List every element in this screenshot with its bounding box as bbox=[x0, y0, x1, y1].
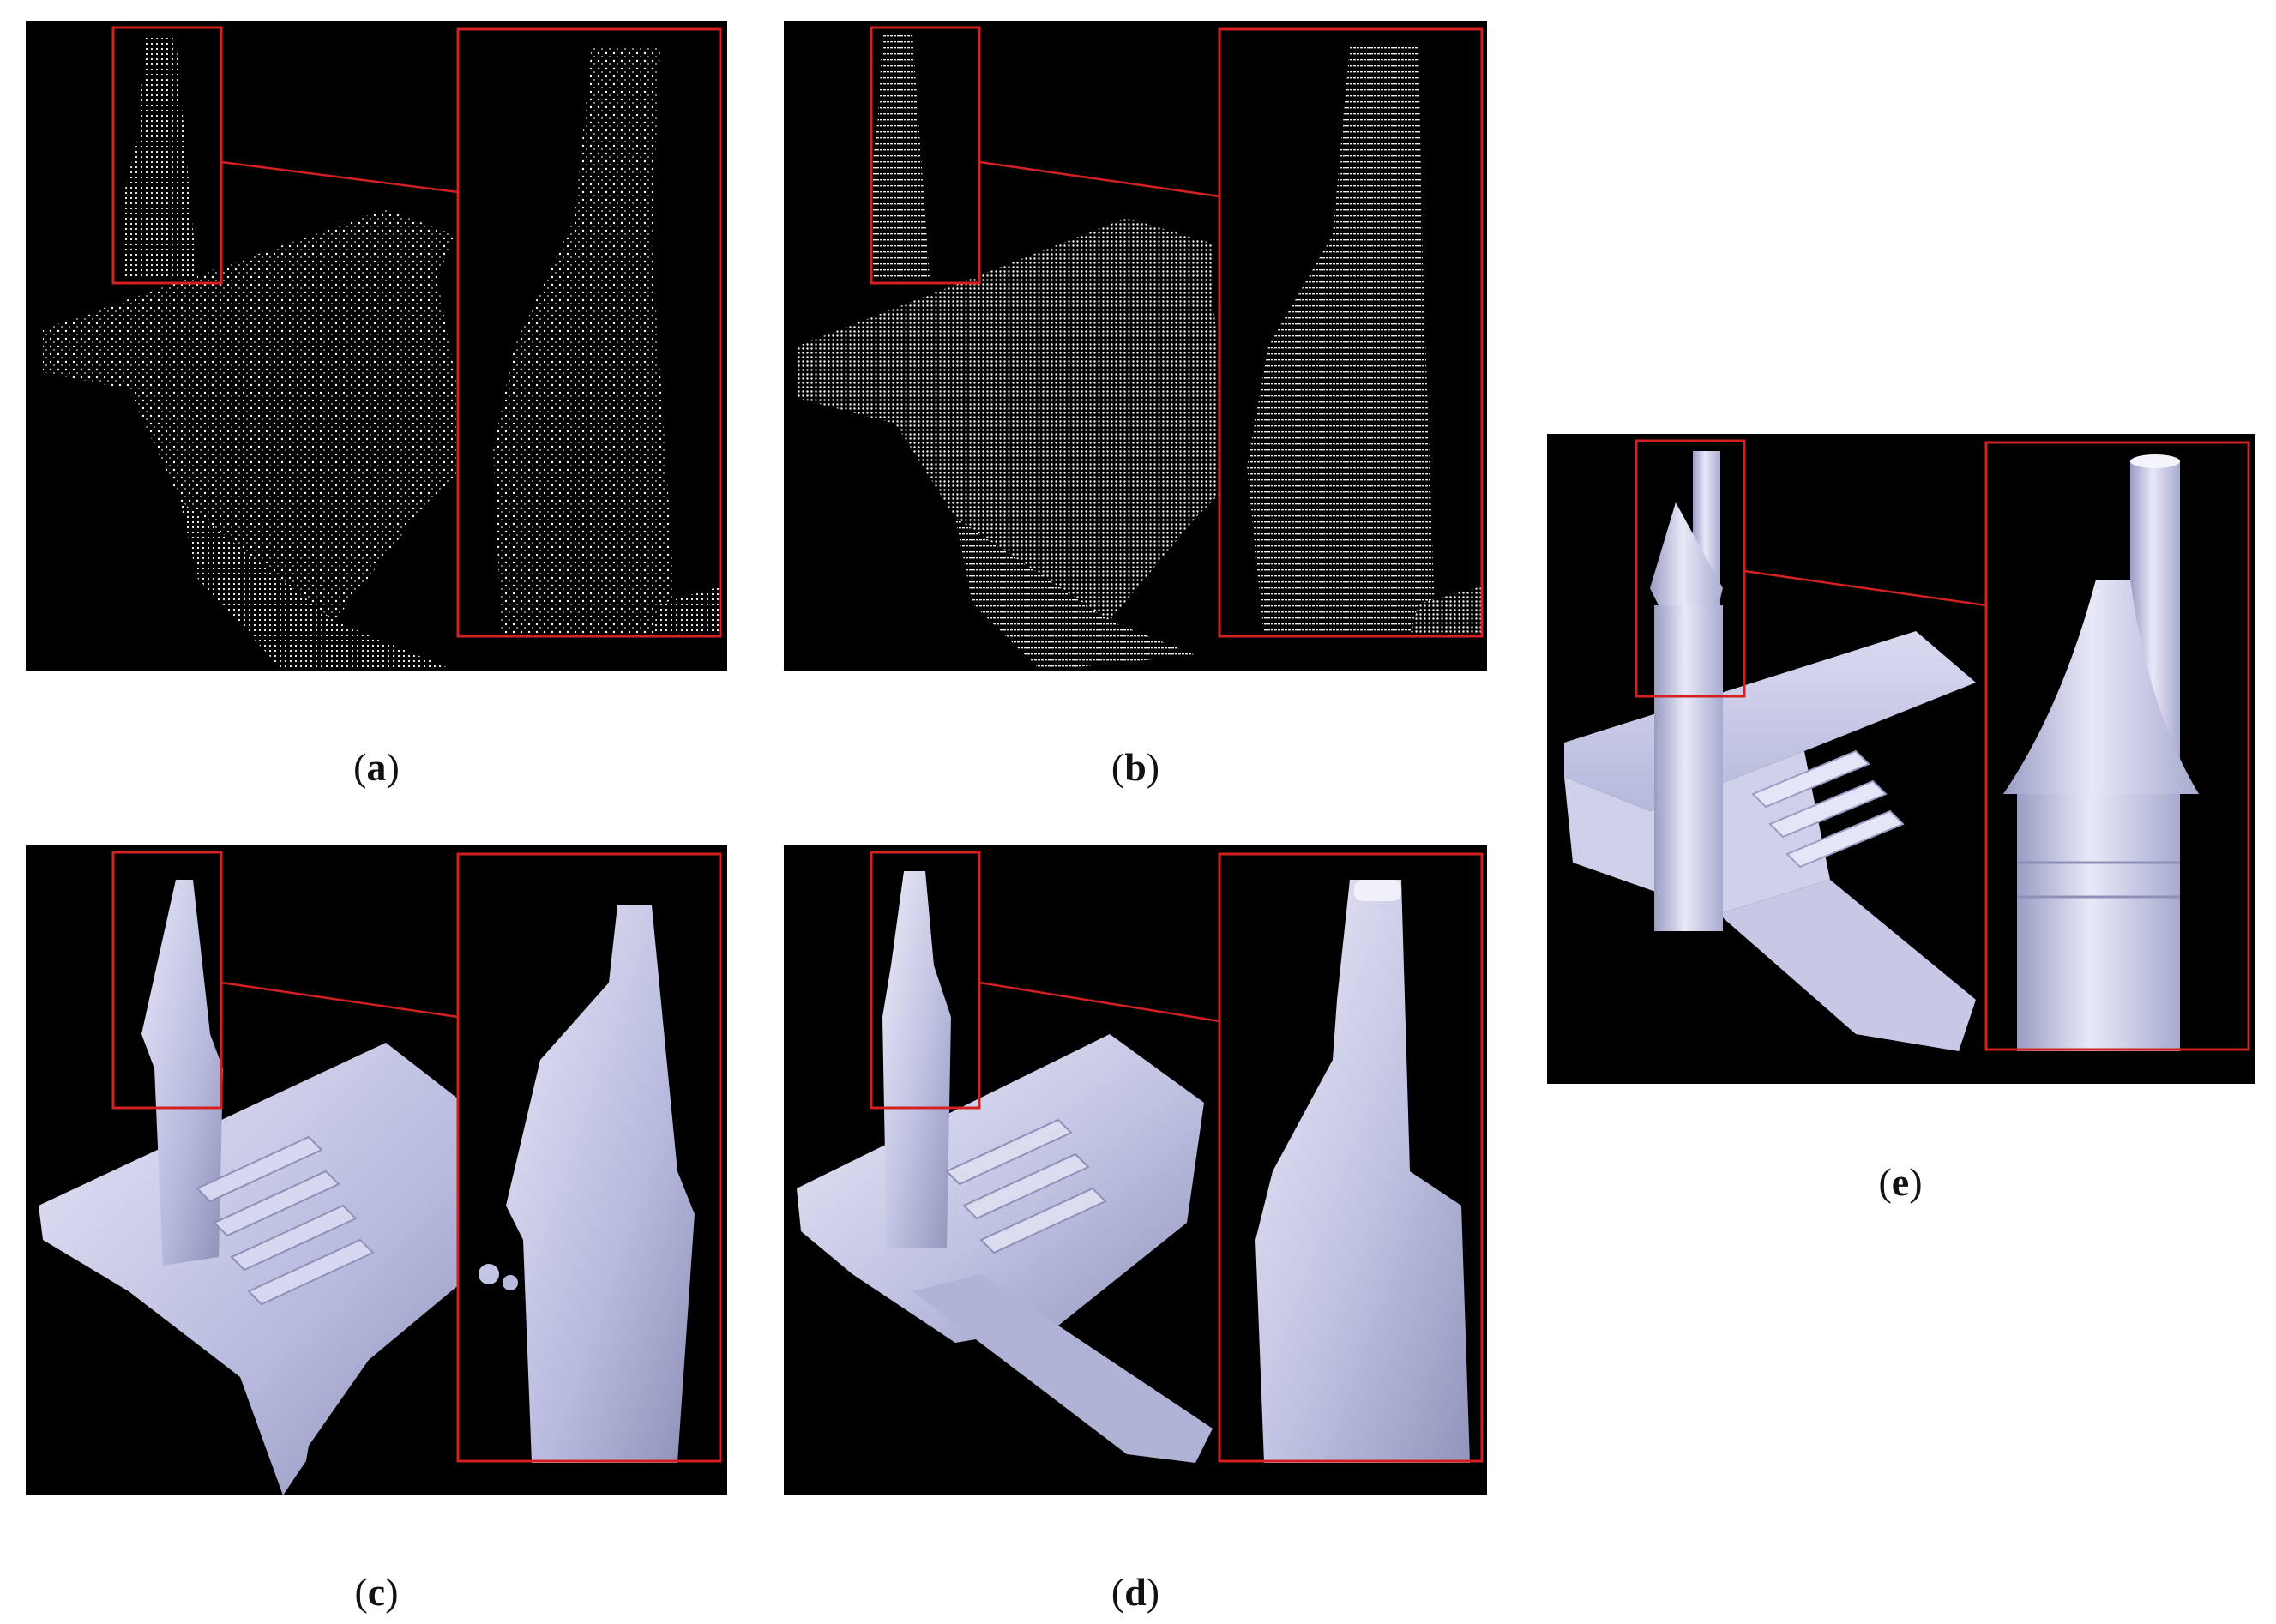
tower bbox=[870, 33, 930, 278]
zoom-inset bbox=[458, 29, 720, 638]
zoom-connector-line bbox=[978, 160, 1220, 198]
caption-b: (b) bbox=[1111, 745, 1160, 789]
building-roof bbox=[43, 209, 455, 389]
panel-d-image bbox=[797, 851, 1484, 1463]
zoom-inset-box bbox=[456, 852, 722, 1463]
building-wing bbox=[129, 278, 472, 621]
zoom-region-box bbox=[111, 26, 223, 285]
caption-c: (c) bbox=[354, 1570, 399, 1614]
tower bbox=[124, 38, 197, 278]
cad-roof-ridges bbox=[1751, 749, 1905, 869]
zoom-region-box bbox=[870, 851, 981, 1110]
zoom-inset bbox=[458, 854, 720, 1463]
zoom-inset-box bbox=[1218, 27, 1484, 638]
panel-e-cad-model bbox=[1547, 434, 2255, 1084]
panel-c-image bbox=[39, 851, 722, 1495]
panel-b-image bbox=[797, 26, 1484, 671]
building-long-wing bbox=[180, 501, 455, 671]
zoom-inset bbox=[1986, 442, 2249, 1051]
panel-c-mesh bbox=[26, 845, 727, 1495]
zoom-region-box bbox=[870, 26, 981, 285]
tower-mesh bbox=[141, 880, 223, 1266]
zoom-connector-line bbox=[1743, 569, 1987, 607]
zoom-region-box bbox=[111, 851, 223, 1110]
zoom-connector-line bbox=[220, 981, 459, 1019]
zoom-inset-box bbox=[456, 27, 722, 638]
zoom-inset-box bbox=[1218, 852, 1484, 1463]
zoom-region-box bbox=[1635, 439, 1746, 698]
panel-d-mesh bbox=[784, 845, 1487, 1495]
caption-a: (a) bbox=[353, 745, 400, 789]
zoom-connector-line bbox=[978, 981, 1220, 1023]
zoom-inset bbox=[1219, 29, 1482, 638]
panel-b-point-cloud bbox=[784, 21, 1487, 671]
caption-e: (e) bbox=[1878, 1160, 1923, 1204]
roof-ridges bbox=[196, 1135, 375, 1306]
tower-mesh bbox=[882, 871, 951, 1248]
caption-d: (d) bbox=[1111, 1570, 1160, 1614]
panel-e-image bbox=[1564, 439, 2250, 1051]
building-wing bbox=[895, 295, 1230, 621]
cad-tower bbox=[1654, 605, 1723, 931]
roof-ridges bbox=[945, 1118, 1107, 1254]
zoom-connector-line bbox=[220, 160, 459, 194]
building-long-wing bbox=[955, 518, 1195, 671]
mesh-long-wing bbox=[912, 1274, 1213, 1463]
cad-building-long-wing bbox=[1719, 880, 1976, 1051]
building-roof bbox=[797, 218, 1213, 424]
cad-tower-roof bbox=[1650, 502, 1723, 605]
zoom-inset bbox=[1219, 854, 1482, 1463]
mesh-ground bbox=[39, 1043, 472, 1495]
panel-a-image bbox=[43, 26, 722, 671]
panel-a-point-cloud bbox=[26, 21, 727, 671]
zoom-inset-box bbox=[1984, 441, 2250, 1051]
